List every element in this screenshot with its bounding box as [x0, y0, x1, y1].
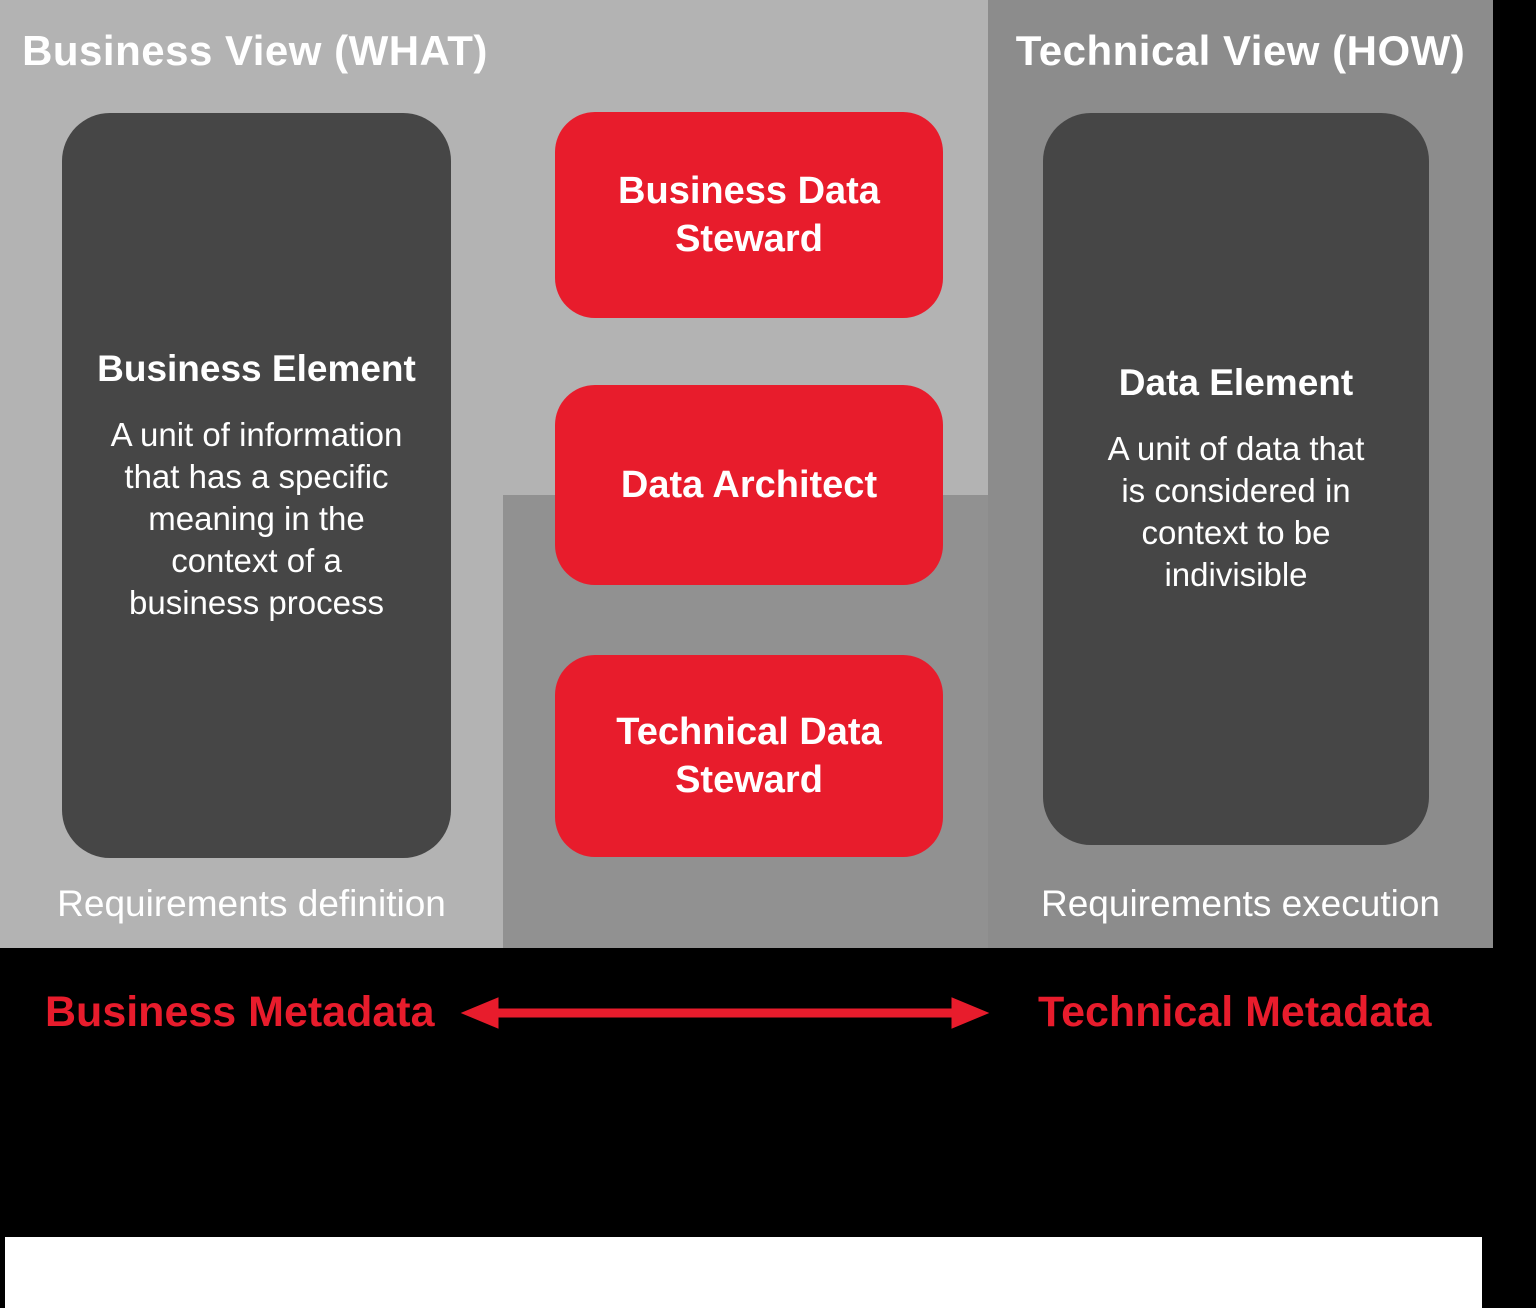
requirements-definition-label: Requirements definition [57, 883, 446, 924]
role-box-data-architect: Data Architect [555, 385, 943, 585]
double-headed-arrow-icon [460, 993, 990, 1033]
business-view-title: Business View (WHAT) [22, 27, 488, 74]
data-element-card-title: Data Element [1118, 362, 1354, 403]
data-element-card: Data Element A unit of data that is cons… [1043, 113, 1429, 845]
bottom-white-strip [5, 1237, 1482, 1308]
technical-metadata-label: Technical Metadata [1038, 988, 1432, 1036]
business-element-card-title: Business Element [97, 347, 416, 389]
requirements-execution-label: Requirements execution [1041, 883, 1440, 924]
data-element-card-description: A unit of data that is considered in con… [1107, 430, 1365, 593]
business-element-card: Business Element A unit of information t… [62, 113, 451, 858]
technical-view-title: Technical View (HOW) [1015, 27, 1466, 74]
role-box-technical-data-steward: Technical Data Steward [555, 655, 943, 857]
business-metadata-label: Business Metadata [45, 988, 435, 1036]
role-box-business-data-steward: Business Data Steward [555, 112, 943, 318]
business-element-card-description: A unit of information that has a specifi… [110, 415, 403, 621]
